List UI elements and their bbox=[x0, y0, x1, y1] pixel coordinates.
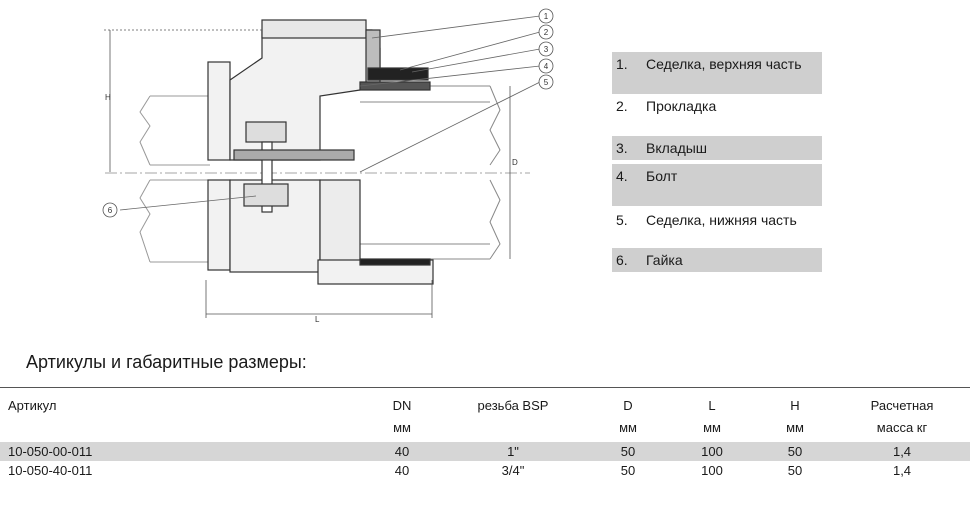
callout-6: 6 bbox=[102, 202, 118, 218]
legend-band bbox=[612, 136, 822, 160]
legend-number: 6. bbox=[616, 252, 628, 268]
unit-dn: мм bbox=[393, 420, 411, 435]
cell-bsp: 3/4" bbox=[501, 463, 525, 478]
unit-d: мм bbox=[619, 420, 637, 435]
dimension-h-label: H bbox=[105, 93, 111, 102]
header-bsp: резьба BSP bbox=[477, 398, 549, 413]
cell-bsp: 1" bbox=[507, 444, 519, 459]
legend-number: 4. bbox=[616, 168, 628, 184]
cell-article: 10-050-00-011 bbox=[8, 444, 93, 459]
legend-band bbox=[612, 248, 822, 272]
legend-band bbox=[612, 164, 822, 206]
svg-text:6: 6 bbox=[108, 206, 113, 215]
upper-saddle bbox=[207, 19, 431, 161]
table-row-shade bbox=[0, 442, 970, 461]
cell-l: 100 bbox=[701, 444, 723, 459]
legend-label: Вкладыш bbox=[646, 140, 708, 156]
table-top-rule bbox=[0, 387, 970, 388]
pipe-left bbox=[139, 95, 210, 263]
legend-label: Седелка, верхняя часть bbox=[646, 56, 802, 72]
cell-mass: 1,4 bbox=[892, 463, 912, 478]
legend-label: Болт bbox=[646, 168, 678, 184]
unit-mass: масса кг bbox=[876, 420, 928, 435]
cell-dn: 40 bbox=[394, 463, 410, 478]
header-d: D bbox=[623, 398, 633, 413]
cell-mass: 1,4 bbox=[892, 444, 912, 459]
svg-text:4: 4 bbox=[544, 62, 549, 71]
callout-4: 4 bbox=[538, 58, 554, 74]
callout-3: 3 bbox=[538, 41, 554, 57]
callout-5: 5 bbox=[538, 74, 554, 90]
legend-band bbox=[612, 52, 822, 94]
dimension-lines bbox=[104, 29, 511, 318]
cell-l: 100 bbox=[701, 463, 723, 478]
cell-d: 50 bbox=[620, 463, 636, 478]
callout-2: 2 bbox=[538, 24, 554, 40]
section-title: Артикулы и габаритные размеры: bbox=[26, 352, 307, 372]
legend-item: 1. Седелка, верхняя часть bbox=[612, 52, 822, 94]
bolt-and-nut bbox=[233, 121, 355, 213]
pipe-right bbox=[360, 85, 501, 260]
lower-saddle bbox=[207, 179, 434, 285]
dimension-l-label: L bbox=[315, 315, 320, 324]
legend-item: 2. Прокладка bbox=[612, 94, 822, 136]
header-mass: Расчетная bbox=[870, 398, 934, 413]
callout-1: 1 bbox=[538, 8, 554, 24]
unit-h: мм bbox=[786, 420, 804, 435]
legend-number: 5. bbox=[616, 212, 628, 228]
leader-lines bbox=[119, 15, 541, 211]
cell-h: 50 bbox=[787, 463, 803, 478]
unit-l: мм bbox=[703, 420, 721, 435]
parts-legend: 1. Седелка, верхняя часть 2. Прокладка 3… bbox=[612, 52, 822, 272]
header-h: H bbox=[790, 398, 800, 413]
legend-number: 3. bbox=[616, 140, 628, 156]
legend-item: 4. Болт bbox=[612, 164, 822, 206]
svg-text:3: 3 bbox=[544, 45, 549, 54]
dimension-d-label: D bbox=[512, 158, 518, 167]
cell-article: 10-050-40-011 bbox=[8, 463, 93, 478]
cell-d: 50 bbox=[620, 444, 636, 459]
header-dn: DN bbox=[392, 398, 412, 413]
legend-item: 3. Вкладыш bbox=[612, 136, 822, 164]
legend-number: 1. bbox=[616, 56, 628, 72]
legend-number: 2. bbox=[616, 98, 628, 114]
cell-dn: 40 bbox=[394, 444, 410, 459]
svg-text:1: 1 bbox=[544, 12, 549, 21]
legend-label: Прокладка bbox=[646, 98, 717, 114]
cell-h: 50 bbox=[787, 444, 803, 459]
legend-label: Гайка bbox=[646, 252, 683, 268]
svg-text:2: 2 bbox=[544, 28, 549, 37]
legend-label: Седелка, нижняя часть bbox=[646, 212, 797, 228]
header-l: L bbox=[708, 398, 716, 413]
legend-item: 5. Седелка, нижняя часть bbox=[612, 206, 822, 248]
legend-item: 6. Гайка bbox=[612, 248, 822, 272]
svg-text:5: 5 bbox=[544, 78, 549, 87]
technical-drawing: H D L 1 2 3 4 5 6 bbox=[102, 8, 554, 324]
header-article: Артикул bbox=[8, 398, 57, 413]
